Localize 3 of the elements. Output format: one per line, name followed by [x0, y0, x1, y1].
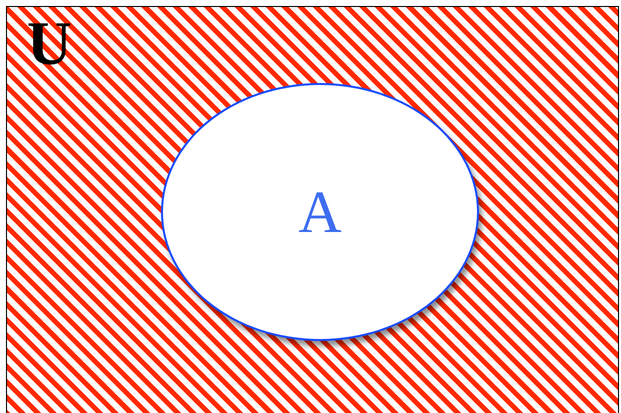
universe-box	[6, 6, 619, 413]
set-ellipse	[161, 83, 479, 341]
set-label: A	[298, 182, 342, 242]
